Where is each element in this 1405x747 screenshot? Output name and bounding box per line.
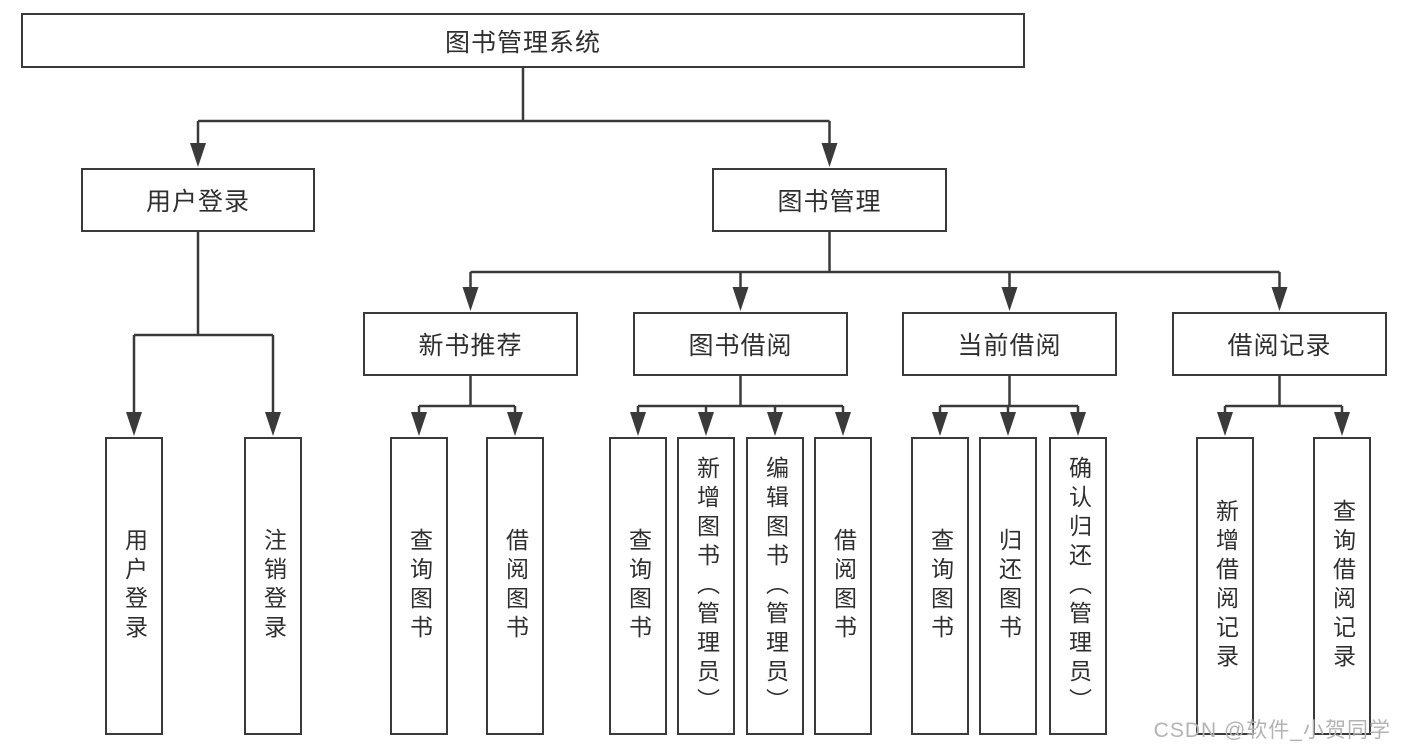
connector-currentborrow-to-leaves <box>932 376 1086 436</box>
leaf-logout: 注销登录 <box>244 437 302 735</box>
connector-userlogin-to-leaves <box>126 232 281 436</box>
leaf-query-books-current: 查询图书 <box>911 437 969 735</box>
leaf-add-borrow-record: 新增借阅记录 <box>1196 437 1254 735</box>
node-book-management-label: 图书管理 <box>777 188 882 216</box>
node-book-borrowing-label: 图书借阅 <box>688 332 793 360</box>
leaf-borrow-books-borrowing: 借阅图书 <box>814 437 872 735</box>
leaf-query-borrow-record-label: 查询借阅记录 <box>1329 499 1356 673</box>
leaf-edit-book-admin-label: 编辑图书（管理员） <box>762 455 789 717</box>
node-user-login-label: 用户登录 <box>145 188 250 216</box>
node-root: 图书管理系统 <box>21 13 1025 68</box>
leaf-query-books-borrowing-label: 查询图书 <box>625 528 652 644</box>
node-borrowing-records-label: 借阅记录 <box>1227 332 1332 360</box>
leaf-return-book-label: 归还图书 <box>995 528 1022 644</box>
leaf-edit-book-admin: 编辑图书（管理员） <box>746 437 804 735</box>
leaf-query-books-borrowing: 查询图书 <box>609 437 667 735</box>
leaf-borrow-books-borrowing-label: 借阅图书 <box>830 528 857 644</box>
node-current-borrowing-label: 当前借阅 <box>957 332 1062 360</box>
connector-root-to-level2 <box>190 68 838 167</box>
node-new-book-recommend: 新书推荐 <box>363 312 578 376</box>
connector-borrowrecords-to-leaves <box>1217 376 1350 436</box>
leaf-query-books-recommend: 查询图书 <box>390 437 448 735</box>
connector-bookmgmt-to-level3 <box>462 232 1288 311</box>
node-book-borrowing: 图书借阅 <box>633 312 848 376</box>
node-new-book-recommend-label: 新书推荐 <box>418 332 523 360</box>
leaf-user-login: 用户登录 <box>105 437 163 735</box>
leaf-borrow-books-recommend: 借阅图书 <box>486 437 544 735</box>
leaf-query-books-current-label: 查询图书 <box>927 528 954 644</box>
node-book-management: 图书管理 <box>712 168 947 232</box>
leaf-add-borrow-record-label: 新增借阅记录 <box>1212 499 1239 673</box>
connector-bookborrow-to-leaves <box>630 376 851 436</box>
node-root-label: 图书管理系统 <box>444 28 601 57</box>
leaf-user-login-label: 用户登录 <box>121 528 148 644</box>
leaf-query-books-recommend-label: 查询图书 <box>406 528 433 644</box>
node-current-borrowing: 当前借阅 <box>902 312 1117 376</box>
leaf-query-borrow-record: 查询借阅记录 <box>1313 437 1371 735</box>
csdn-watermark: CSDN @软件_小贺同学 <box>1153 719 1391 742</box>
leaf-add-book-admin: 新增图书（管理员） <box>677 437 735 735</box>
leaf-borrow-books-recommend-label: 借阅图书 <box>502 528 529 644</box>
connector-newbookrec-to-leaves <box>411 376 523 436</box>
leaf-return-book: 归还图书 <box>979 437 1037 735</box>
leaf-confirm-return-admin: 确认归还（管理员） <box>1049 437 1107 735</box>
leaf-add-book-admin-label: 新增图书（管理员） <box>693 455 720 717</box>
leaf-logout-label: 注销登录 <box>260 528 287 644</box>
leaf-confirm-return-admin-label: 确认归还（管理员） <box>1065 455 1092 717</box>
node-borrowing-records: 借阅记录 <box>1172 312 1387 376</box>
node-user-login: 用户登录 <box>81 168 315 232</box>
